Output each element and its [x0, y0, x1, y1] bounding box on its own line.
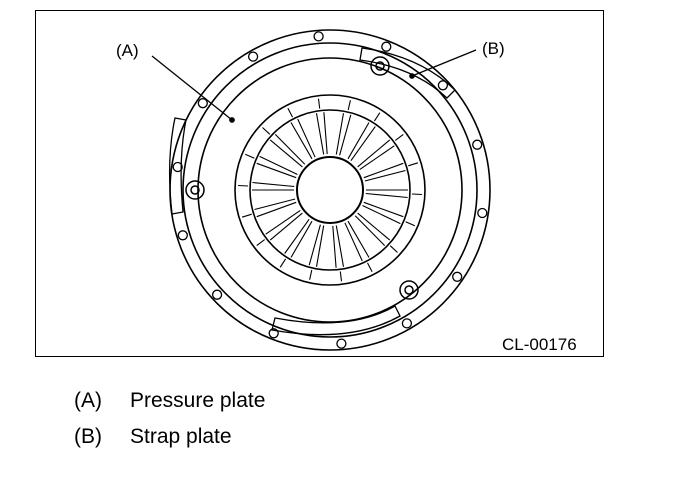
- strap-plate-top: [359, 47, 456, 99]
- center-hole: [296, 156, 364, 224]
- rim-hole: [211, 289, 223, 300]
- figure-code: CL-00176: [502, 335, 577, 354]
- rim-hole: [336, 338, 347, 349]
- legend-label: Pressure plate: [130, 389, 266, 412]
- diaphragm-spring-inner: [249, 109, 411, 271]
- rim-hole: [452, 271, 463, 282]
- diaphragm-finger: [252, 181, 295, 191]
- legend-key: (A): [74, 389, 102, 412]
- diaphragm-finger: [363, 162, 406, 182]
- diaphragm-slot: [287, 107, 293, 118]
- diaphragm-finger: [354, 212, 391, 246]
- rim-hole: [197, 98, 208, 109]
- diaphragm-finger: [254, 198, 297, 218]
- diaphragm-finger: [315, 112, 328, 155]
- strap-rivet-left: [185, 180, 205, 200]
- diaphragm-slot: [405, 221, 416, 227]
- rim-bolt-holes: [172, 31, 488, 349]
- callout-b-leader: [411, 49, 477, 77]
- diaphragm-slot: [389, 245, 398, 253]
- callout-a-label: (A): [116, 41, 139, 60]
- diaphragm-finger: [335, 113, 352, 156]
- diaphragm-slot: [244, 153, 255, 159]
- diaphragm-slot: [347, 100, 351, 111]
- diaphragm-slot: [279, 258, 287, 268]
- diaphragm-finger: [269, 134, 306, 168]
- diaphragm-slot: [408, 162, 419, 167]
- diaphragm-finger: [344, 220, 370, 262]
- diaphragm-finger: [265, 209, 303, 241]
- legend-label: Strap plate: [130, 425, 232, 448]
- rim-hole: [437, 80, 449, 91]
- diaphragm-slot: [317, 98, 321, 109]
- diaphragm-slot: [373, 112, 381, 122]
- callout-a-dot: [229, 117, 235, 123]
- diaphragm-slot: [238, 184, 249, 187]
- diaphragm-slot: [394, 133, 404, 141]
- pressure-plate-ring: [197, 57, 463, 323]
- figure-frame: [35, 10, 604, 357]
- diaphragm-finger: [362, 201, 404, 225]
- diaphragm-slot: [241, 213, 252, 218]
- strap-rivet-bottom: [399, 280, 419, 300]
- diaphragm-finger: [332, 225, 345, 268]
- rim-hole: [401, 318, 413, 329]
- diaphragm-slot: [367, 262, 373, 273]
- diaphragm-slot: [309, 269, 313, 280]
- rim-hole: [313, 31, 324, 42]
- diaphragm-finger: [308, 224, 325, 267]
- strap-plate-left: [168, 117, 187, 215]
- diaphragm-slot: [262, 127, 271, 135]
- cover-inner-ring: [182, 42, 478, 338]
- diaphragm-spring-outer: [234, 94, 426, 286]
- legend-key: (B): [74, 425, 102, 448]
- diaphragm-finger: [365, 189, 408, 199]
- diaphragm-finger: [284, 218, 313, 258]
- diaphragm-finger: [290, 118, 316, 160]
- diaphragm-slot: [256, 239, 266, 247]
- diaphragm-finger: [347, 122, 376, 162]
- rim-hole: [477, 207, 488, 219]
- diaphragm-finger: [256, 155, 298, 179]
- diaphragm-slot: [339, 271, 343, 282]
- rim-hole: [247, 51, 259, 62]
- diaphragm-slot: [411, 193, 422, 196]
- callout-b-dot: [409, 73, 415, 79]
- rim-hole: [177, 230, 188, 241]
- callout-a-leader: [151, 55, 233, 121]
- strap-plate-bottom: [271, 305, 401, 336]
- callout-b-label: (B): [482, 39, 505, 58]
- rim-hole: [172, 161, 183, 173]
- rim-hole: [472, 139, 483, 150]
- diaphragm-fingers: [238, 98, 422, 282]
- rim-hole: [381, 41, 392, 52]
- cover-outer-flange: [169, 29, 491, 351]
- diaphragm-finger: [357, 139, 395, 171]
